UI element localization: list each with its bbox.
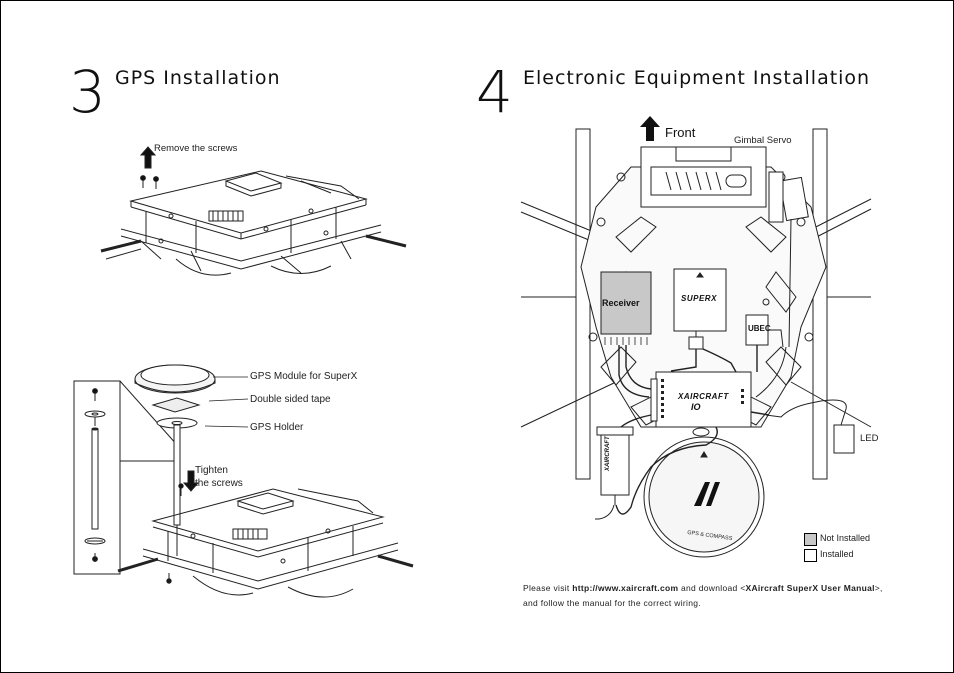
- legend-not-installed-label: Not Installed: [820, 533, 871, 543]
- xaircraft-io-brand: XAIRCRAFT: [678, 392, 729, 401]
- gps-module-label: GPS Module for SuperX: [250, 371, 358, 382]
- led-label: LED: [860, 433, 879, 444]
- tighten-label-line1: Tighten: [195, 465, 228, 476]
- gps-mount-illustration: [73, 364, 414, 598]
- xi-logo-icon: [694, 482, 720, 506]
- tighten-label-line2: the screws: [195, 478, 243, 489]
- step-number-4: 4: [476, 58, 513, 126]
- remove-screws-label: Remove the screws: [154, 143, 238, 154]
- manual-name: XAircraft SuperX User Manual: [745, 583, 875, 593]
- note-text-1: Please visit: [523, 583, 573, 593]
- receiver-label: Receiver: [602, 298, 640, 308]
- superx-label: SUPERX: [681, 294, 717, 303]
- wiring-diagram: [520, 128, 872, 558]
- manual-note: Please visit http://www.xaircraft.com an…: [523, 581, 923, 611]
- gps-installation-title: GPS Installation: [115, 67, 281, 89]
- step-number-3: 3: [69, 58, 106, 126]
- airframe-top-illustration: [100, 146, 407, 276]
- ubec-label: UBEC: [748, 324, 771, 333]
- io-label: IO: [691, 402, 701, 412]
- front-arrow-icon: [640, 116, 660, 141]
- gimbal-servo-label: Gimbal Servo: [734, 135, 792, 146]
- leader-lines: [204, 376, 249, 428]
- legend-swatch-not-installed: [804, 533, 817, 546]
- xaircraft-url[interactable]: http://www.xaircraft.com: [572, 583, 679, 593]
- double-sided-tape-label: Double sided tape: [250, 394, 331, 405]
- side-unit-brand: XAIRCRAFT: [605, 436, 611, 471]
- note-text-3: >,: [874, 583, 883, 593]
- note-text-2: and download <: [678, 583, 746, 593]
- legend-swatch-installed: [804, 549, 817, 562]
- legend-installed-label: Installed: [820, 549, 854, 559]
- electronic-installation-title: Electronic Equipment Installation: [523, 67, 871, 89]
- note-text-line2: and follow the manual for the correct wi…: [523, 598, 701, 608]
- gps-holder-label: GPS Holder: [250, 422, 304, 433]
- front-label: Front: [665, 125, 696, 140]
